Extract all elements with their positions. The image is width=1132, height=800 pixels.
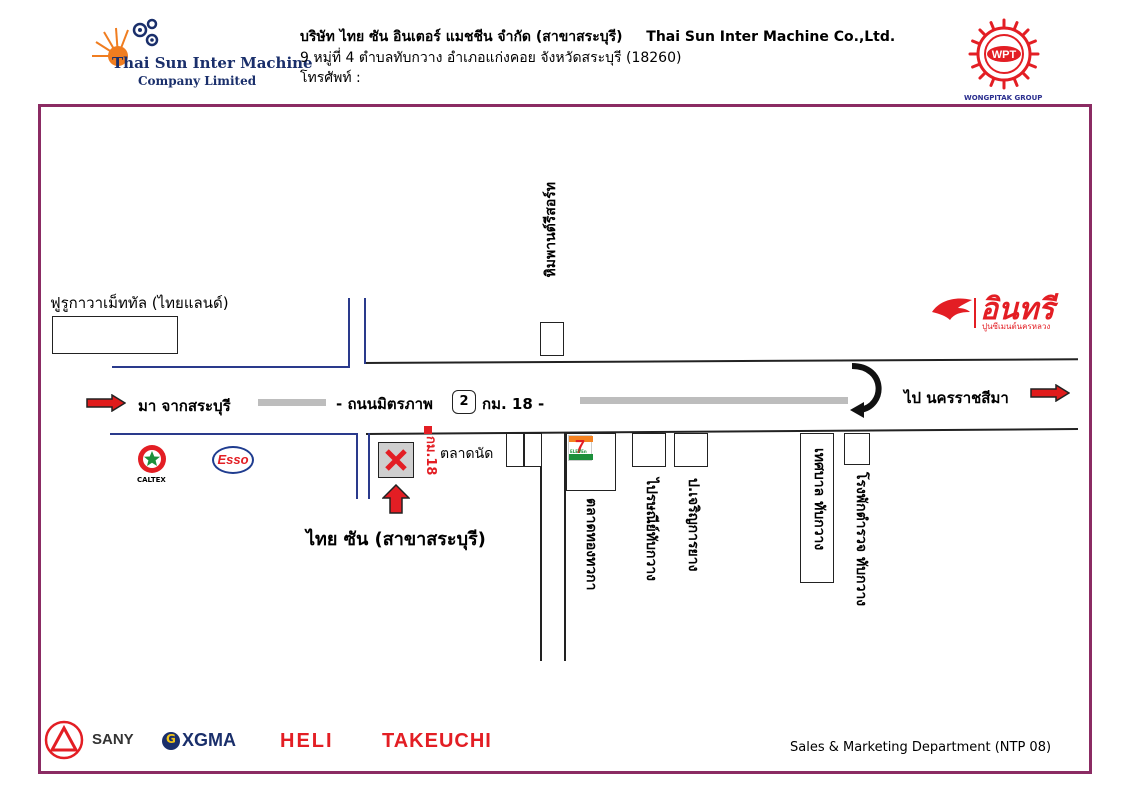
road-center-bar-left [258,399,326,406]
resort-label: หิมพานต์รีสอร์ท [543,182,559,278]
header-title: บริษัท ไทย ซัน อินเตอร์ แมชชีน จำกัด (สา… [300,26,895,48]
seven-eleven-sub: ELEVEn [570,449,587,454]
wpt-sun-ray [1021,28,1030,37]
main-road-top-edge-left [112,366,348,368]
road-center-bar-right [580,397,848,404]
wpt-logo: WPT [964,18,1044,90]
route-number: 2 [459,394,469,409]
wpt-sun-ray [978,28,987,37]
intharee-brand: อินทรี [980,292,1055,327]
side-road-left-4 [368,433,370,499]
gear-sun-icon [92,18,159,66]
seven-eleven-logo: 7 ELEVEn [568,435,593,461]
company-name: Thai Sun Inter Machine [112,54,313,72]
to-label: ไป นครราชสีมา [904,389,1009,407]
wpt-sun-ray [1012,77,1019,87]
side-road-left-3 [356,433,358,499]
company-subtitle: Company Limited [138,74,257,88]
furukawa-label: ฟูรูกาวาเม็ททัล (ไทยแลนด์) [50,294,229,312]
caltex-logo [136,443,168,483]
intharee-sub: ปูนซีเมนต์นครหลวง [982,322,1051,331]
market-gold-label: ตลาดทองทวกา [583,498,599,591]
u-turn-arrow-icon [846,362,892,422]
wpt-group-name: WONGPITAK GROUP [964,94,1043,102]
from-arrow-icon [86,393,127,413]
route-shield: 2 [452,390,476,414]
police-station-label: โรงพักตำรวจ ทับกวาง [853,472,869,607]
to-arrow-icon [1030,383,1071,403]
rubber-shop-label: ป.เจริญการยาง [685,478,701,572]
header-phone: โทรศัพท์ : [300,70,361,86]
esso-label: Esso [217,452,249,467]
title-thai: บริษัท ไทย ซัน อินเตอร์ แมชชีน จำกัด (สา… [300,29,623,45]
km-marker-dot [424,426,432,434]
sany-logo: SANY [44,720,154,760]
market-label: ตลาดนัด [440,446,494,462]
caltex-star-icon [138,445,166,473]
side-road-mid-2 [564,433,566,661]
branch-arrow-icon [381,483,411,514]
wpt-sun-ray [978,71,987,80]
municipality-label: เทศบาล ทับกวาง [811,448,827,551]
side-road-left-2 [364,298,366,364]
wpt-sun-icon: WPT [968,18,1040,90]
sany-brand: SANY [92,731,134,748]
esso-logo: Esso [212,446,254,474]
seven-eleven-number: 7 [575,437,586,457]
wpt-sun-ray [989,21,996,31]
post-office-building [632,433,666,467]
resort-building [540,322,564,356]
takeuchi-brand: TAKEUCHI [382,730,492,752]
map-frame [38,104,1092,774]
xgma-brand: XGMA [182,730,236,750]
location-x-icon [385,449,407,471]
rubber-shop-building [674,433,708,467]
furukawa-building [52,316,178,354]
wpt-sun-ray [1027,39,1037,46]
from-label: มา จากสระบุรี [138,397,231,415]
main-road-bottom-edge [110,433,358,435]
km-label: กม. 18 - [482,395,545,413]
market-building-2 [524,433,542,467]
department-label: Sales & Marketing Department (NTP 08) [790,740,1052,755]
km-marker-label: กม.18 [423,436,438,476]
wpt-sun-ray [1027,62,1037,69]
wpt-sun-ray [1012,21,1019,31]
company-logo [88,14,288,94]
intharee-logo: อินทรี ปูนซีเมนต์นครหลวง [930,290,1070,334]
heli-brand: HELI [280,730,334,752]
road-name-label: - ถนนมิตรภาพ [336,395,433,413]
side-road-left-1 [348,298,350,368]
market-building-1 [506,433,524,467]
branch-label: ไทย ซัน (สาขาสระบุรี) [306,529,486,550]
wpt-logo-text: WPT [992,49,1017,61]
sany-triangle-icon [44,720,84,760]
caltex-label: CALTEX [137,476,166,484]
police-station-building [844,433,870,465]
municipality-building [800,433,834,583]
wpt-sun-ray [971,62,981,69]
header-address: 9 หมู่ที่ 4 ตำบลทับกวาง อำเภอแก่งคอย จัง… [300,50,682,66]
wpt-sun-ray [971,39,981,46]
eagle-icon [932,298,972,320]
post-office-label: ไปรษณีย์ทับกวาง [643,478,659,582]
wpt-sun-ray [1021,71,1030,80]
branch-location-marker [378,442,414,478]
xgma-logo: G XGMA [162,730,258,754]
side-road-mid-1 [540,433,542,661]
xgma-icon: G [166,732,176,746]
wpt-sun-ray [989,77,996,87]
title-english: Thai Sun Inter Machine Co.,Ltd. [646,29,896,45]
